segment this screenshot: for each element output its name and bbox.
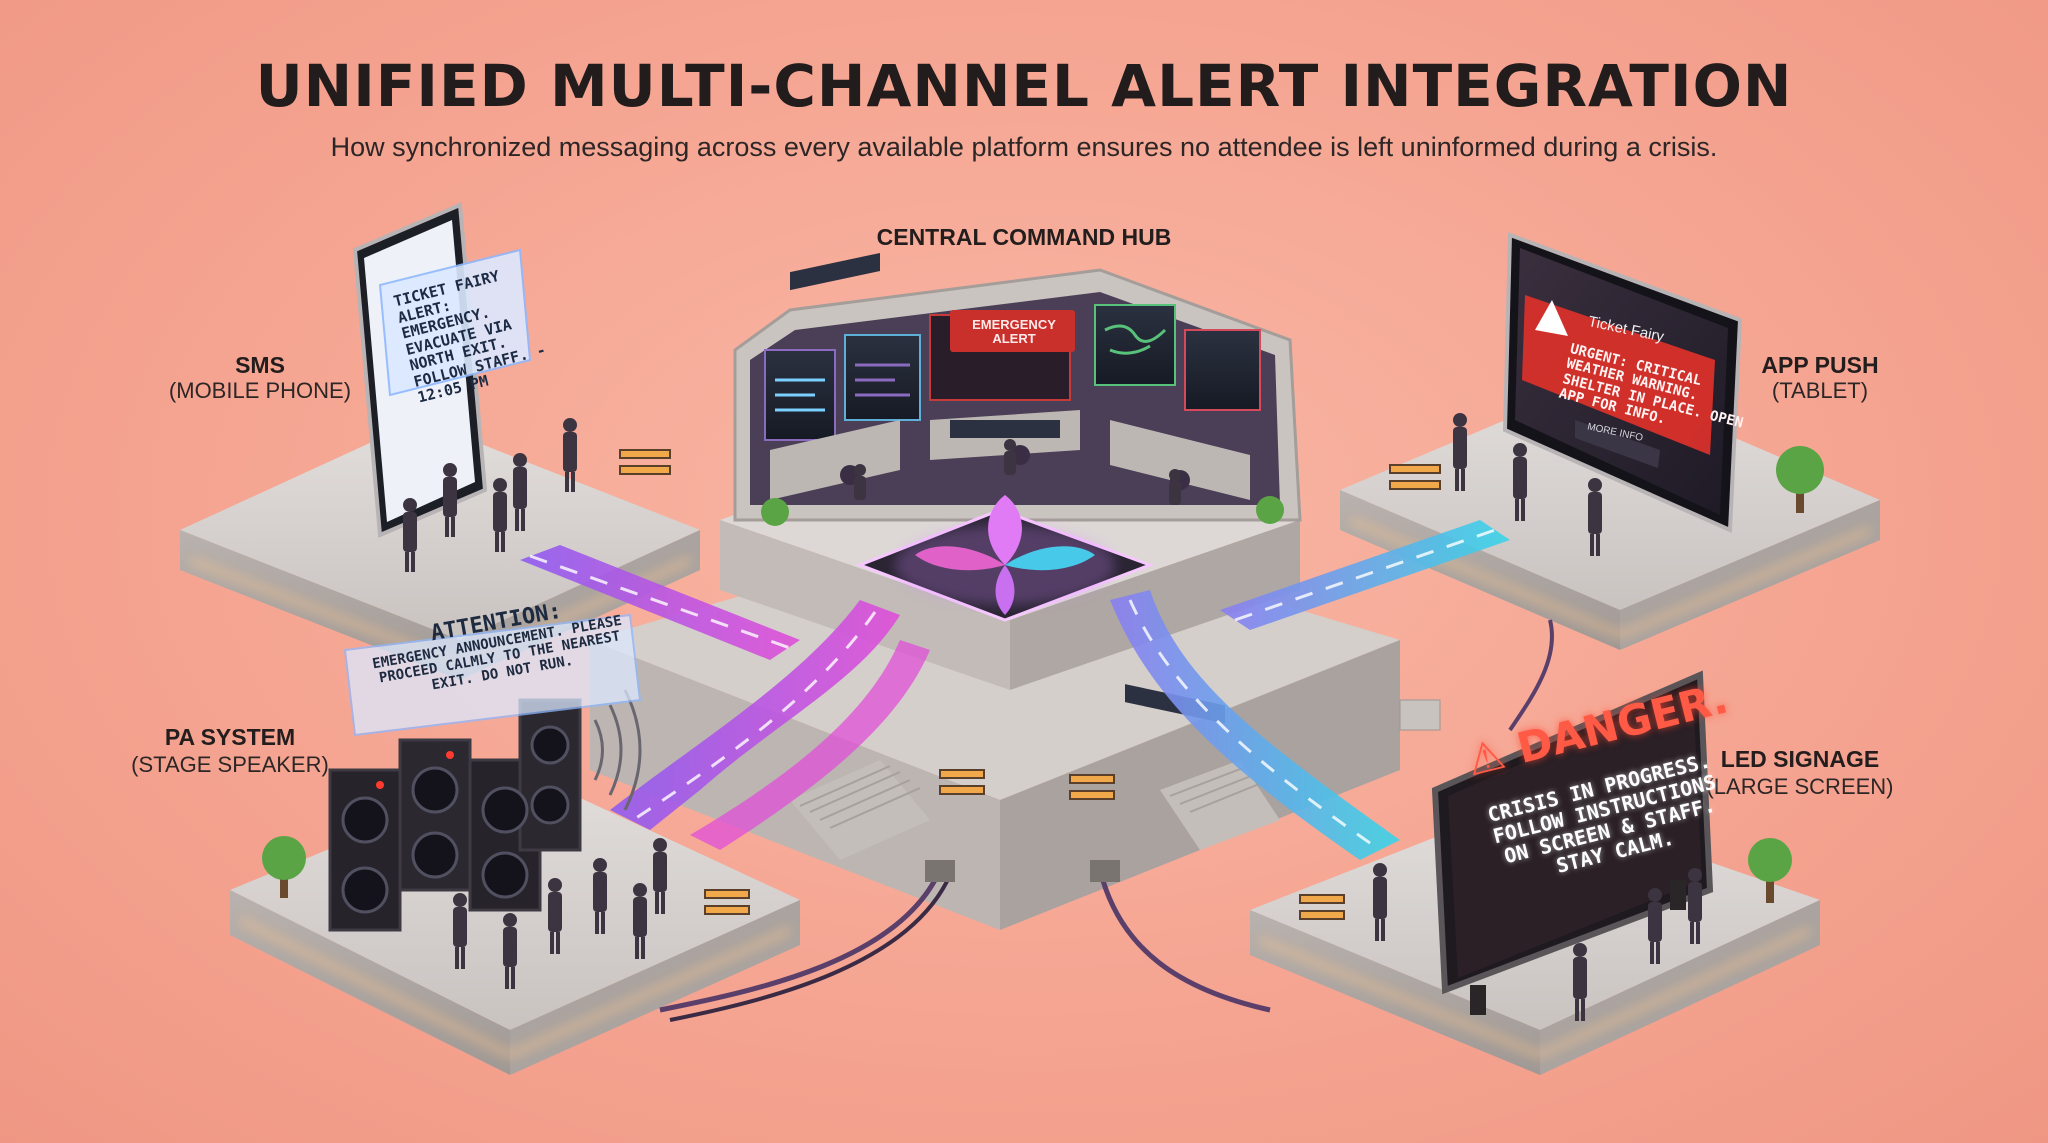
- led-device-label: (LARGE SCREEN): [1706, 774, 1894, 799]
- sms-platform: [180, 420, 700, 680]
- speaker-stack: [328, 613, 642, 932]
- tablet: [1502, 232, 1743, 534]
- attendees: [403, 413, 1702, 1021]
- hub-label: CENTRAL COMMAND HUB: [876, 224, 1172, 250]
- cables: [659, 619, 1554, 1022]
- page-subtitle: How synchronized messaging across every …: [330, 132, 1718, 162]
- led-label: LED SIGNAGE: [1720, 746, 1880, 772]
- pa-device-label: (STAGE SPEAKER): [131, 752, 329, 777]
- app-push-label: APP PUSH: [1761, 352, 1879, 378]
- stream-to-pa: [610, 600, 930, 850]
- led-billboard: [1431, 670, 1714, 1015]
- sms-label: SMS: [235, 352, 285, 378]
- app-push-device-label: (TABLET): [1771, 378, 1869, 403]
- stream-to-app: [1220, 520, 1510, 630]
- stream-to-sms: [520, 545, 800, 660]
- sms-device-label: (MOBILE PHONE): [168, 378, 352, 403]
- mobile-phone: [352, 202, 532, 538]
- stream-to-led: [1110, 590, 1400, 860]
- page-title: UNIFIED MULTI-CHANNEL ALERT INTEGRATION: [255, 52, 1793, 120]
- barriers: [619, 449, 1441, 920]
- hub-alert-text: EMERGENCY ALERT: [972, 317, 1056, 347]
- hub-emergency-screen: [950, 310, 1075, 352]
- app-push-platform: [1340, 380, 1880, 650]
- trees: [262, 446, 1824, 903]
- hub-logo-pad: [855, 495, 1155, 622]
- pa-label: PA SYSTEM: [164, 724, 296, 750]
